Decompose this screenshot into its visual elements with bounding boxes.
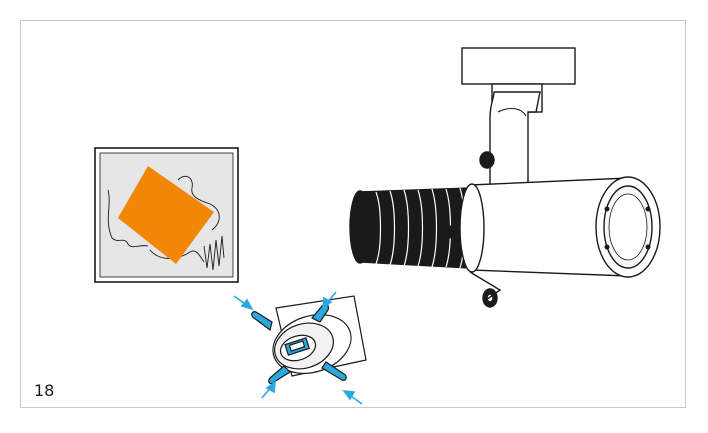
gobo-holder-icon xyxy=(251,295,367,385)
page-number: 18 xyxy=(34,381,55,400)
press-arrow-icon xyxy=(233,291,363,405)
instruction-panel xyxy=(20,20,686,408)
track-spotlight-icon xyxy=(349,47,661,308)
orange-light-area xyxy=(118,166,214,264)
framed-artwork-icon xyxy=(94,147,239,283)
